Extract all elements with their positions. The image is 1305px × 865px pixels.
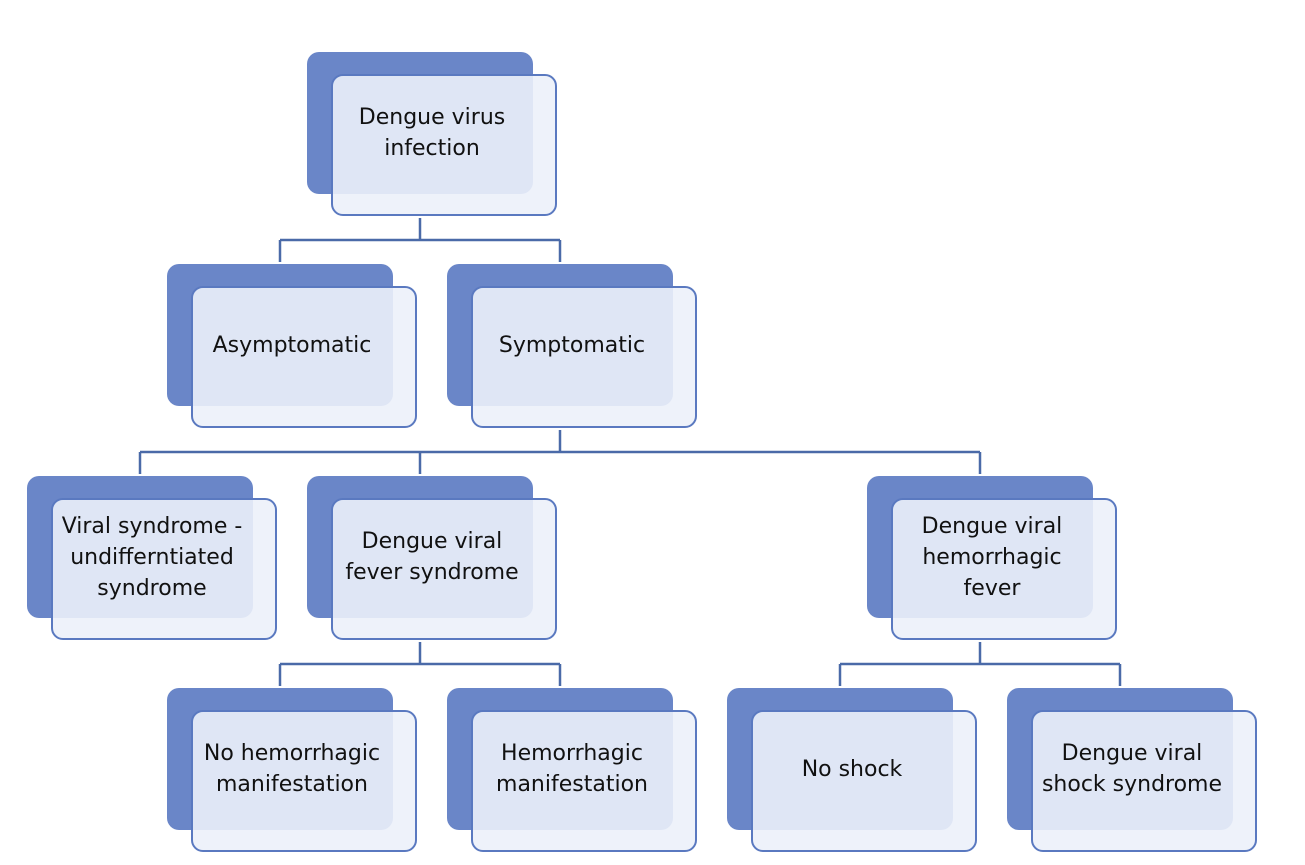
node-label: No hemorrhagic manifestation	[203, 741, 381, 797]
node-box: Viral syndrome - undifferntiated syndrom…	[51, 498, 277, 640]
node-box: No shock	[751, 710, 977, 852]
node-box: Dengue virus infection	[331, 74, 557, 216]
node-box: Asymptomatic	[191, 286, 417, 428]
connector-root-to-children	[278, 218, 562, 262]
connector-symptomatic-to-children	[138, 430, 982, 474]
node-label: Hemorrhagic manifestation	[496, 741, 648, 797]
node-label: Dengue viral shock syndrome	[1041, 741, 1223, 797]
node-box: Dengue viral fever syndrome	[331, 498, 557, 640]
node-box: Dengue viral hemorrhagic fever	[891, 498, 1117, 640]
node-box: No hemorrhagic manifestation	[191, 710, 417, 852]
node-label: Dengue virus infection	[358, 105, 506, 161]
connector-hemorrhagic-fever-to-children	[838, 642, 1122, 686]
node-label: Asymptomatic	[212, 332, 372, 358]
node-box: Dengue viral shock syndrome	[1031, 710, 1257, 852]
node-box: Hemorrhagic manifestation	[471, 710, 697, 852]
node-label: No shock	[801, 756, 903, 782]
node-label: Dengue viral fever syndrome	[345, 529, 519, 585]
node-label: Dengue viral hemorrhagic fever	[921, 513, 1063, 601]
node-box: Symptomatic	[471, 286, 697, 428]
node-label: Viral syndrome - undifferntiated syndrom…	[61, 513, 243, 601]
connector-fever-syndrome-to-children	[278, 642, 562, 686]
node-label: Symptomatic	[498, 332, 646, 358]
